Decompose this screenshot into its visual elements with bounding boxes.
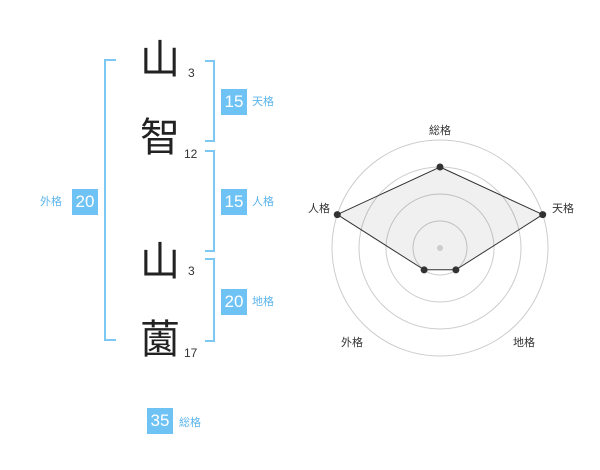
tenkaku-bracket [205,60,215,142]
radar-point-3 [420,266,428,274]
stroke-count-1: 3 [188,66,195,80]
name-char-2: 智 [140,115,180,161]
radar-axis-label-soukaku: 総格 [429,123,451,137]
soukaku-value: 35 [147,408,173,434]
radar-axis-label-chikaku: 地格 [513,335,535,349]
jinkaku-value: 15 [221,189,247,215]
name-char-4: 薗 [140,317,180,363]
radar-ring [331,139,549,357]
chikaku-value: 20 [221,289,247,315]
jinkaku-label: 人格 [252,195,274,208]
name-char-1: 山 [140,37,180,83]
radar-series-polygon [336,166,544,271]
radar-point-0 [436,163,444,171]
stroke-count-3: 3 [188,264,195,278]
name-char-3: 山 [140,239,180,285]
radar-point-4 [333,211,341,219]
gaikaku-label: 外格 [40,195,62,208]
gaikaku-value: 20 [72,189,98,215]
jinkaku-bracket [205,150,215,252]
stroke-count-4: 17 [184,346,198,360]
radar-points [333,163,547,274]
soukaku-label: 総格 [179,416,201,429]
radar-axis-label-tenkaku: 天格 [552,201,574,215]
radar-axis-label-jinkaku: 人格 [308,201,330,215]
radar-axis-label-gaikaku: 外格 [341,335,363,349]
radar-ring [412,220,468,276]
radar-point-2 [452,266,460,274]
chikaku-bracket [205,258,215,342]
stroke-count-2: 12 [184,147,198,161]
radar-ring [385,193,495,303]
radar-rings [331,139,549,357]
radar-point-1 [539,211,547,219]
radar-center-dot [437,245,443,251]
chikaku-label: 地格 [252,295,274,308]
tenkaku-label: 天格 [252,95,274,108]
gaikaku-bracket [104,59,116,341]
tenkaku-value: 15 [221,89,247,115]
